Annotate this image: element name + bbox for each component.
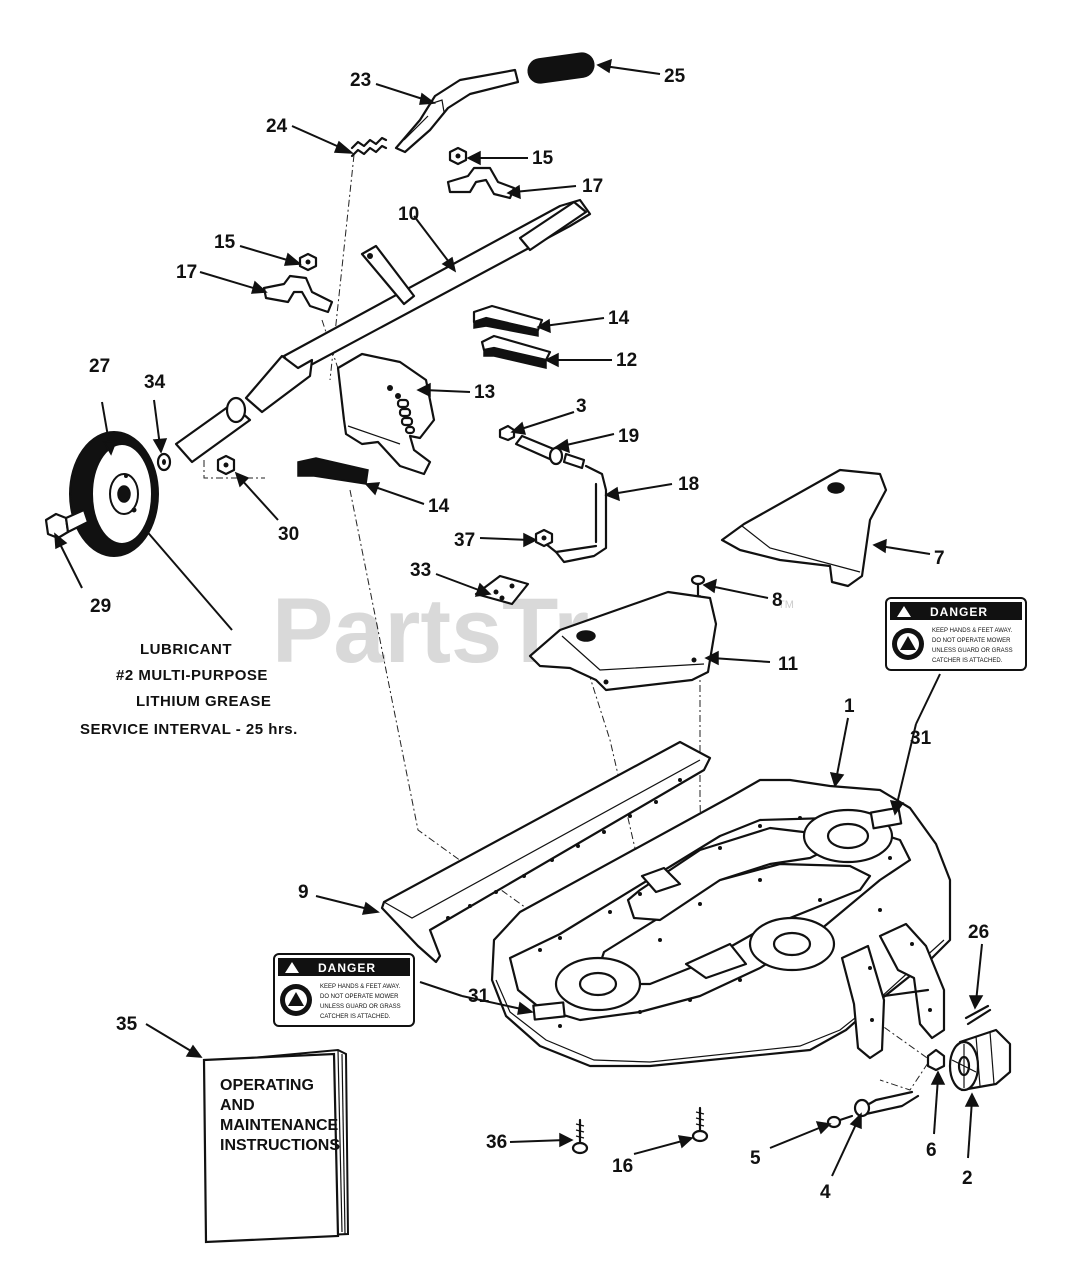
wheel-washer: [156, 452, 172, 472]
callout-13: 13: [474, 382, 495, 403]
danger-line-3: UNLESS GUARD OR GRASS: [320, 1004, 401, 1010]
lubricant-line-1: LUBRICANT: [140, 641, 232, 658]
anti-scalp-roller: [948, 1028, 1012, 1092]
manual-line-1: OPERATING: [220, 1077, 314, 1094]
lubricant-line-3: LITHIUM GREASE: [136, 693, 271, 710]
callout-34: 34: [144, 372, 166, 393]
callout-30: 30: [278, 524, 299, 545]
callout-24: 24: [266, 116, 288, 137]
danger-header: DANGER: [318, 961, 376, 975]
callout-37: 37: [454, 530, 475, 551]
pivot-pin: [514, 434, 586, 470]
nut-upper: [448, 146, 468, 166]
roller-axle: [853, 1090, 920, 1118]
belt-guard: [528, 590, 718, 692]
callout-5: 5: [750, 1148, 761, 1169]
warning-triangle-icon: [897, 606, 911, 617]
callout-8: 8: [772, 590, 783, 611]
leader-lines: [54, 58, 984, 1177]
deck-bolt-left: [571, 1118, 589, 1155]
strap-clamp-left: [262, 274, 334, 314]
danger-decal-left: DANGER KEEP HANDS & FEET AWAY. DO NOT OP…: [273, 953, 415, 1027]
callout-1: 1: [844, 696, 855, 717]
callout-17-left: 17: [176, 262, 197, 283]
roller-washer: [926, 1048, 946, 1072]
callout-2: 2: [962, 1168, 973, 1189]
danger-line-3: UNLESS GUARD OR GRASS: [932, 648, 1013, 654]
callout-numbers: 23 25 24 15 17 10 15 17 14 12 27 34 13 3…: [89, 66, 989, 1203]
retainer-clip: [474, 574, 530, 606]
spacer-pad-upper: [472, 304, 544, 337]
strap-clamp-upper: [446, 166, 516, 200]
callout-23: 23: [350, 70, 371, 91]
danger-decal-right: DANGER KEEP HANDS & FEET AWAY. DO NOT OP…: [885, 597, 1027, 671]
danger-header: DANGER: [930, 605, 988, 619]
callout-25: 25: [664, 66, 686, 87]
spacer-pad: [480, 334, 552, 369]
callout-15-left: 15: [214, 232, 236, 253]
callout-9: 9: [298, 882, 309, 903]
wheel-bolt: [44, 508, 90, 540]
callout-11: 11: [778, 654, 799, 675]
callout-10: 10: [398, 204, 419, 225]
height-bracket: [336, 352, 436, 476]
mower-deck: [490, 778, 952, 1068]
callout-14-upper: 14: [608, 308, 630, 329]
wheel-nut: [216, 454, 236, 476]
height-adjust-handle: [394, 68, 520, 154]
deck-bolt-right: [691, 1106, 709, 1143]
danger-line-2: DO NOT OPERATE MOWER: [932, 638, 1011, 644]
discharge-deflector: [380, 740, 712, 964]
manual-line-2: AND: [220, 1097, 255, 1114]
cotter-pin: [964, 1004, 992, 1026]
danger-line-4: CATCHER IS ATTACHED.: [320, 1014, 391, 1020]
callout-26: 26: [968, 922, 989, 943]
callout-29: 29: [90, 596, 111, 617]
lubricant-line-4: SERVICE INTERVAL - 25 hrs.: [80, 721, 298, 738]
handle-grip: [527, 52, 595, 84]
callout-36: 36: [486, 1132, 507, 1153]
callout-31-left: 31: [468, 986, 490, 1007]
callout-31-right: 31: [910, 728, 932, 749]
callout-15-upper: 15: [532, 148, 554, 169]
lubricant-line-2: #2 MULTI-PURPOSE: [116, 667, 268, 684]
warning-triangle-icon: [285, 962, 299, 973]
callout-19: 19: [618, 426, 639, 447]
callout-6: 6: [926, 1140, 937, 1161]
spacer-pad-lower: [297, 457, 369, 485]
callout-7: 7: [934, 548, 945, 569]
callout-17-upper: 17: [582, 176, 603, 197]
spring: [350, 136, 388, 158]
danger-line-4: CATCHER IS ATTACHED.: [932, 658, 1003, 664]
lubricant-note: LUBRICANT #2 MULTI-PURPOSE LITHIUM GREAS…: [80, 641, 298, 738]
nut-left: [298, 252, 318, 272]
nut-small: [498, 424, 516, 442]
callout-27: 27: [89, 356, 110, 377]
callout-3: 3: [576, 396, 587, 417]
callout-14-lower: 14: [428, 496, 450, 517]
belt-cover: [720, 468, 888, 588]
danger-line-1: KEEP HANDS & FEET AWAY.: [320, 984, 400, 990]
callout-16: 16: [612, 1156, 633, 1177]
callout-35: 35: [116, 1014, 138, 1035]
screw: [826, 1114, 854, 1129]
callout-4: 4: [820, 1182, 831, 1203]
manual-line-4: INSTRUCTIONS: [220, 1137, 340, 1154]
watermark-trademark: TM: [778, 599, 794, 611]
callout-18: 18: [678, 474, 699, 495]
callout-33: 33: [410, 560, 431, 581]
lift-rod: [174, 198, 592, 464]
lock-nut: [534, 528, 554, 548]
danger-line-2: DO NOT OPERATE MOWER: [320, 994, 399, 1000]
gauge-wheel: [69, 431, 159, 557]
lift-link-rod: [544, 464, 608, 564]
danger-line-1: KEEP HANDS & FEET AWAY.: [932, 628, 1012, 634]
callout-12: 12: [616, 350, 637, 371]
operating-manual: OPERATING AND MAINTENANCE INSTRUCTIONS: [202, 1048, 350, 1244]
manual-line-3: MAINTENANCE: [220, 1117, 339, 1134]
